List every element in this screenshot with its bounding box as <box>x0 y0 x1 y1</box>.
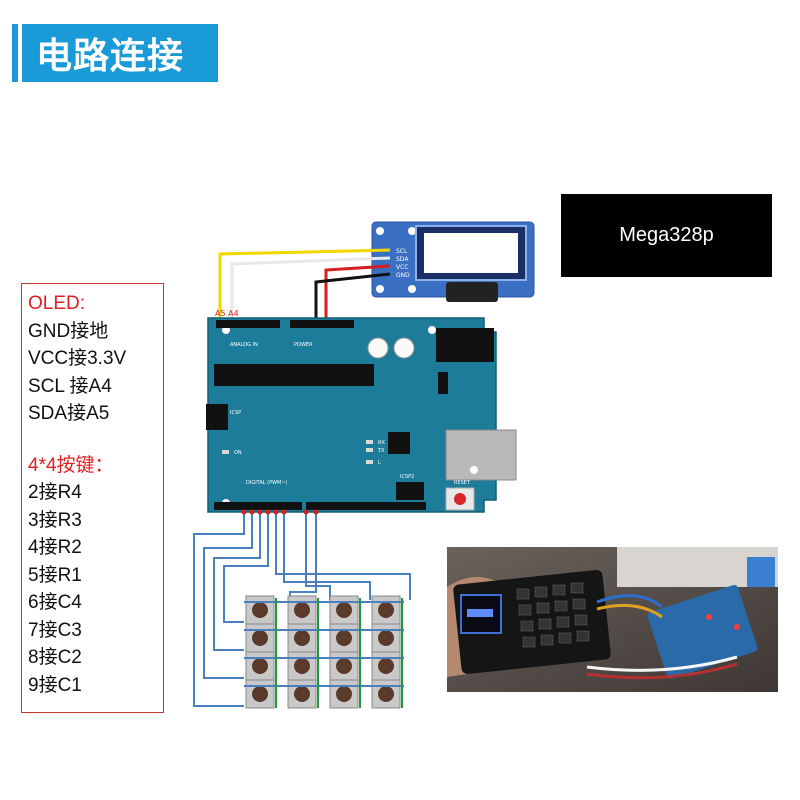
oled-line: VCC接3.3V <box>28 348 127 369</box>
keypad-heading: 4*4按键： <box>28 454 114 476</box>
oled-module: SCL SDA VCC GND <box>371 221 535 302</box>
oled-line: GND接地 <box>28 320 109 342</box>
keypad-line: 2接R4 <box>28 482 82 503</box>
oled-pin-label: SCL <box>396 248 408 255</box>
a4-pin-label: A4 <box>228 309 239 318</box>
on-label: ON <box>234 450 242 456</box>
keypad-button <box>245 623 275 653</box>
keypad-button <box>245 679 275 709</box>
title-accent-bar <box>12 24 18 82</box>
keypad-button <box>371 679 401 709</box>
page-title: 电路连接 <box>22 24 218 82</box>
scl-wire <box>218 248 391 318</box>
oled-pin-label: SDA <box>396 256 409 263</box>
oled-wires <box>218 248 391 322</box>
title-bar: 电路连接 <box>12 24 218 82</box>
gnd-wire <box>314 272 391 322</box>
pin-dots <box>241 509 319 515</box>
keypad-button <box>371 595 401 625</box>
digital-label: DIGITAL (PWM~) <box>246 480 288 486</box>
vcc-wire <box>324 264 391 322</box>
icsp2-label: ICSP2 <box>400 474 414 480</box>
oled-pin-label: GND <box>396 272 410 279</box>
keypad-button <box>287 651 317 681</box>
icsp-label: ICSP <box>230 410 241 416</box>
keypad-button <box>287 595 317 625</box>
keypad-button <box>329 679 359 709</box>
keypad-button <box>287 623 317 653</box>
oled-line: SDA接A5 <box>28 403 110 424</box>
oled-heading: OLED: <box>28 293 86 314</box>
keypad-button <box>287 679 317 709</box>
keypad-button <box>245 595 275 625</box>
analog-in-label: ANALOG IN <box>230 342 258 348</box>
wiring-notes: OLED: GND接地 VCC接3.3V SCL 接A4 SDA接A5 4*4按… <box>21 283 164 713</box>
sda-wire <box>230 256 391 318</box>
keypad-button <box>371 623 401 653</box>
arduino-board: ANALOG IN POWER DIGITAL (PWM~) ICSP ICSP… <box>206 309 517 513</box>
keypad-button <box>329 623 359 653</box>
keypad-line: 9接C1 <box>28 674 82 696</box>
keypad-line: 7接C3 <box>28 619 82 641</box>
l-label: L <box>378 460 381 466</box>
a5-pin-label: A5 <box>215 309 226 318</box>
keypad-line: 4接R2 <box>28 537 82 558</box>
keypad-4x4 <box>244 595 404 709</box>
chip-label: Mega328p <box>561 194 772 277</box>
assembled-circuit-photo <box>447 547 778 692</box>
keypad-line: 8接C2 <box>28 647 82 668</box>
oled-pin-label: VCC <box>396 264 408 271</box>
tx-label: TX <box>377 448 385 454</box>
oled-line: SCL 接A4 <box>28 375 112 397</box>
keypad-line: 6接C4 <box>28 592 82 613</box>
rx-label: RX <box>378 440 385 446</box>
power-label: POWER <box>294 342 313 348</box>
keypad-line: 3接R3 <box>28 509 82 531</box>
reset-label: RESET <box>454 480 471 486</box>
keypad-button <box>329 651 359 681</box>
keypad-line: 5接R1 <box>28 564 82 586</box>
keypad-button <box>329 595 359 625</box>
keypad-button <box>245 651 275 681</box>
keypad-button <box>371 651 401 681</box>
